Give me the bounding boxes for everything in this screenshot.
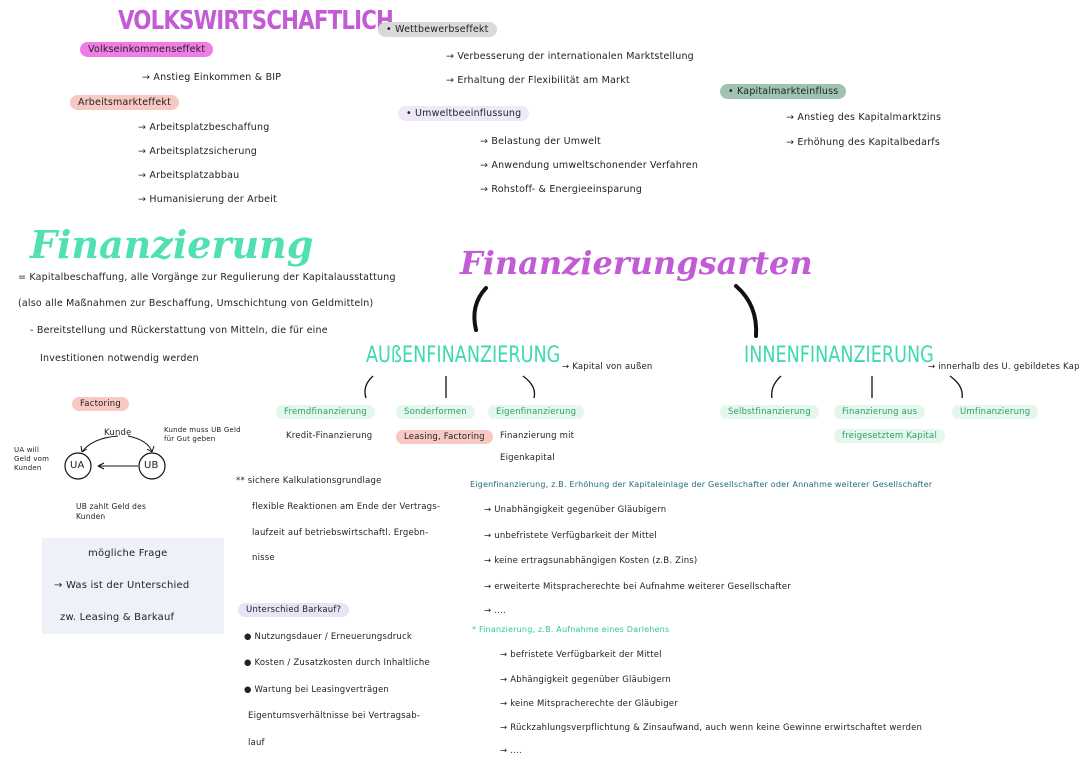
factoring-ua: UA — [70, 460, 85, 471]
barkauf-item: Eigentumsverhältnisse bei Vertragsab- — [248, 711, 421, 721]
volkseinkommen-sub: → Anstieg Einkommen & BIP — [142, 72, 282, 83]
eigenfinanzierung-node: Eigenfinanzierung — [488, 405, 585, 419]
eigen-heading: Eigenfinanzierung, z.B. Erhöhung der Kap… — [470, 480, 933, 489]
leasing-line: flexible Reaktionen am Ende der Vertrags… — [252, 502, 441, 512]
finanzierungsarten-title: Finanzierungsarten — [460, 244, 813, 282]
fremd-item: → befristete Verfügbarkeit der Mittel — [500, 650, 662, 660]
freigesetzt-node-2: freigesetztem Kapital — [834, 429, 946, 443]
barkauf-heading: Unterschied Barkauf? — [238, 603, 350, 617]
fremd-item: → .... — [500, 746, 522, 756]
selbstfinanzierung-node: Selbstfinanzierung — [720, 405, 819, 419]
fremd-item: → keine Mitspracherechte der Gläubiger — [500, 699, 678, 709]
question-line: → Was ist der Unterschied — [54, 580, 190, 591]
definition-line: = Kapitalbeschaffung, alle Vorgänge zur … — [18, 272, 396, 283]
freigesetzt-node: Finanzierung aus — [834, 405, 926, 419]
kapitalmarkt-item: → Anstieg des Kapitalmarktzins — [786, 112, 942, 123]
kredit-finanzierung: Kredit-Finanzierung — [286, 431, 373, 441]
question-box — [42, 538, 224, 634]
fremdfinanzierung-node: Fremdfinanzierung — [276, 405, 375, 419]
fremd-item: → Rückzahlungsverpflichtung & Zinsaufwan… — [500, 723, 923, 733]
barkauf-item: ● Nutzungsdauer / Erneuerungsdruck — [244, 632, 412, 642]
eigen-item: → Unabhängigkeit gegenüber Gläubigern — [484, 505, 667, 515]
aussen-note: → Kapital von außen — [562, 362, 653, 372]
leasing-line: ** sichere Kalkulationsgrundlage — [236, 476, 382, 486]
fremd-heading: * Finanzierung, z.B. Aufnahme eines Darl… — [472, 625, 670, 634]
eigenkapital-line: Eigenkapital — [500, 453, 555, 463]
barkauf-item: lauf — [248, 738, 265, 748]
definition-line: - Bereitstellung und Rückerstattung von … — [30, 325, 328, 336]
factoring-kunde: Kunde — [104, 428, 132, 438]
innenfinanzierung-heading: INNENFINANZIERUNG — [744, 343, 934, 368]
definition-line: Investitionen notwendig werden — [40, 353, 199, 364]
fremd-item: → Abhängigkeit gegenüber Gläubigern — [500, 675, 671, 685]
eigen-item: → erweiterte Mitspracherechte bei Aufnah… — [484, 582, 792, 592]
innen-note: → innerhalb des U. gebildetes Kapital — [928, 362, 1080, 372]
leasing-line: laufzeit auf betriebswirtschaftl. Ergebn… — [252, 528, 429, 538]
volks-title: VOLKSWIRTSCHAFTLICH — [118, 6, 394, 36]
sonderformen-node: Sonderformen — [396, 405, 475, 419]
arbeitsmarkt-pill: Arbeitsmarkteffekt — [70, 95, 180, 110]
arbeitsmarkt-item: → Arbeitsplatzbeschaffung — [138, 122, 270, 133]
wettbewerb-item: → Erhaltung der Flexibilität am Markt — [446, 75, 630, 86]
barkauf-item: ● Kosten / Zusatzkosten durch Inhaltlich… — [244, 658, 430, 668]
question-line: mögliche Frage — [88, 548, 168, 559]
factoring-pill: Factoring — [72, 397, 129, 411]
wettbewerb-pill: • Wettbewerbseffekt — [378, 22, 497, 37]
arbeitsmarkt-item: → Arbeitsplatzabbau — [138, 170, 240, 181]
umfinanzierung-node: Umfinanzierung — [952, 405, 1039, 419]
arbeitsmarkt-item: → Arbeitsplatzsicherung — [138, 146, 258, 157]
kapitalmarkt-item: → Erhöhung des Kapitalbedarfs — [786, 137, 940, 148]
factoring-ub: UB — [144, 460, 159, 471]
kapitalmarkt-pill: • Kapitalmarkteinfluss — [720, 84, 847, 99]
definition-line: (also alle Maßnahmen zur Beschaffung, Um… — [18, 298, 374, 309]
arbeitsmarkt-item: → Humanisierung der Arbeit — [138, 194, 277, 205]
question-line: zw. Leasing & Barkauf — [60, 612, 175, 623]
volkseinkommen-pill: Volkseinkommenseffekt — [80, 42, 214, 57]
eigen-item: → unbefristete Verfügbarkeit der Mittel — [484, 531, 657, 541]
umwelt-item: → Anwendung umweltschonender Verfahren — [480, 160, 699, 171]
umwelt-item: → Rohstoff- & Energieeinsparung — [480, 184, 643, 195]
eigen-item: → keine ertragsunabhängigen Kosten (z.B.… — [484, 556, 698, 566]
umwelt-pill: • Umweltbeeinflussung — [398, 106, 530, 121]
leasing-factoring-pill: Leasing, Factoring — [396, 430, 493, 444]
wettbewerb-item: → Verbesserung der internationalen Markt… — [446, 51, 694, 62]
eigenkapital-line: Finanzierung mit — [500, 431, 575, 441]
aussenfinanzierung-heading: AUßENFINANZIERUNG — [366, 343, 561, 368]
leasing-line: nisse — [252, 553, 275, 563]
barkauf-item: ● Wartung bei Leasingverträgen — [244, 685, 389, 695]
umwelt-item: → Belastung der Umwelt — [480, 136, 601, 147]
eigen-item: → .... — [484, 606, 506, 616]
finanzierung-title: Finanzierung — [30, 222, 314, 267]
